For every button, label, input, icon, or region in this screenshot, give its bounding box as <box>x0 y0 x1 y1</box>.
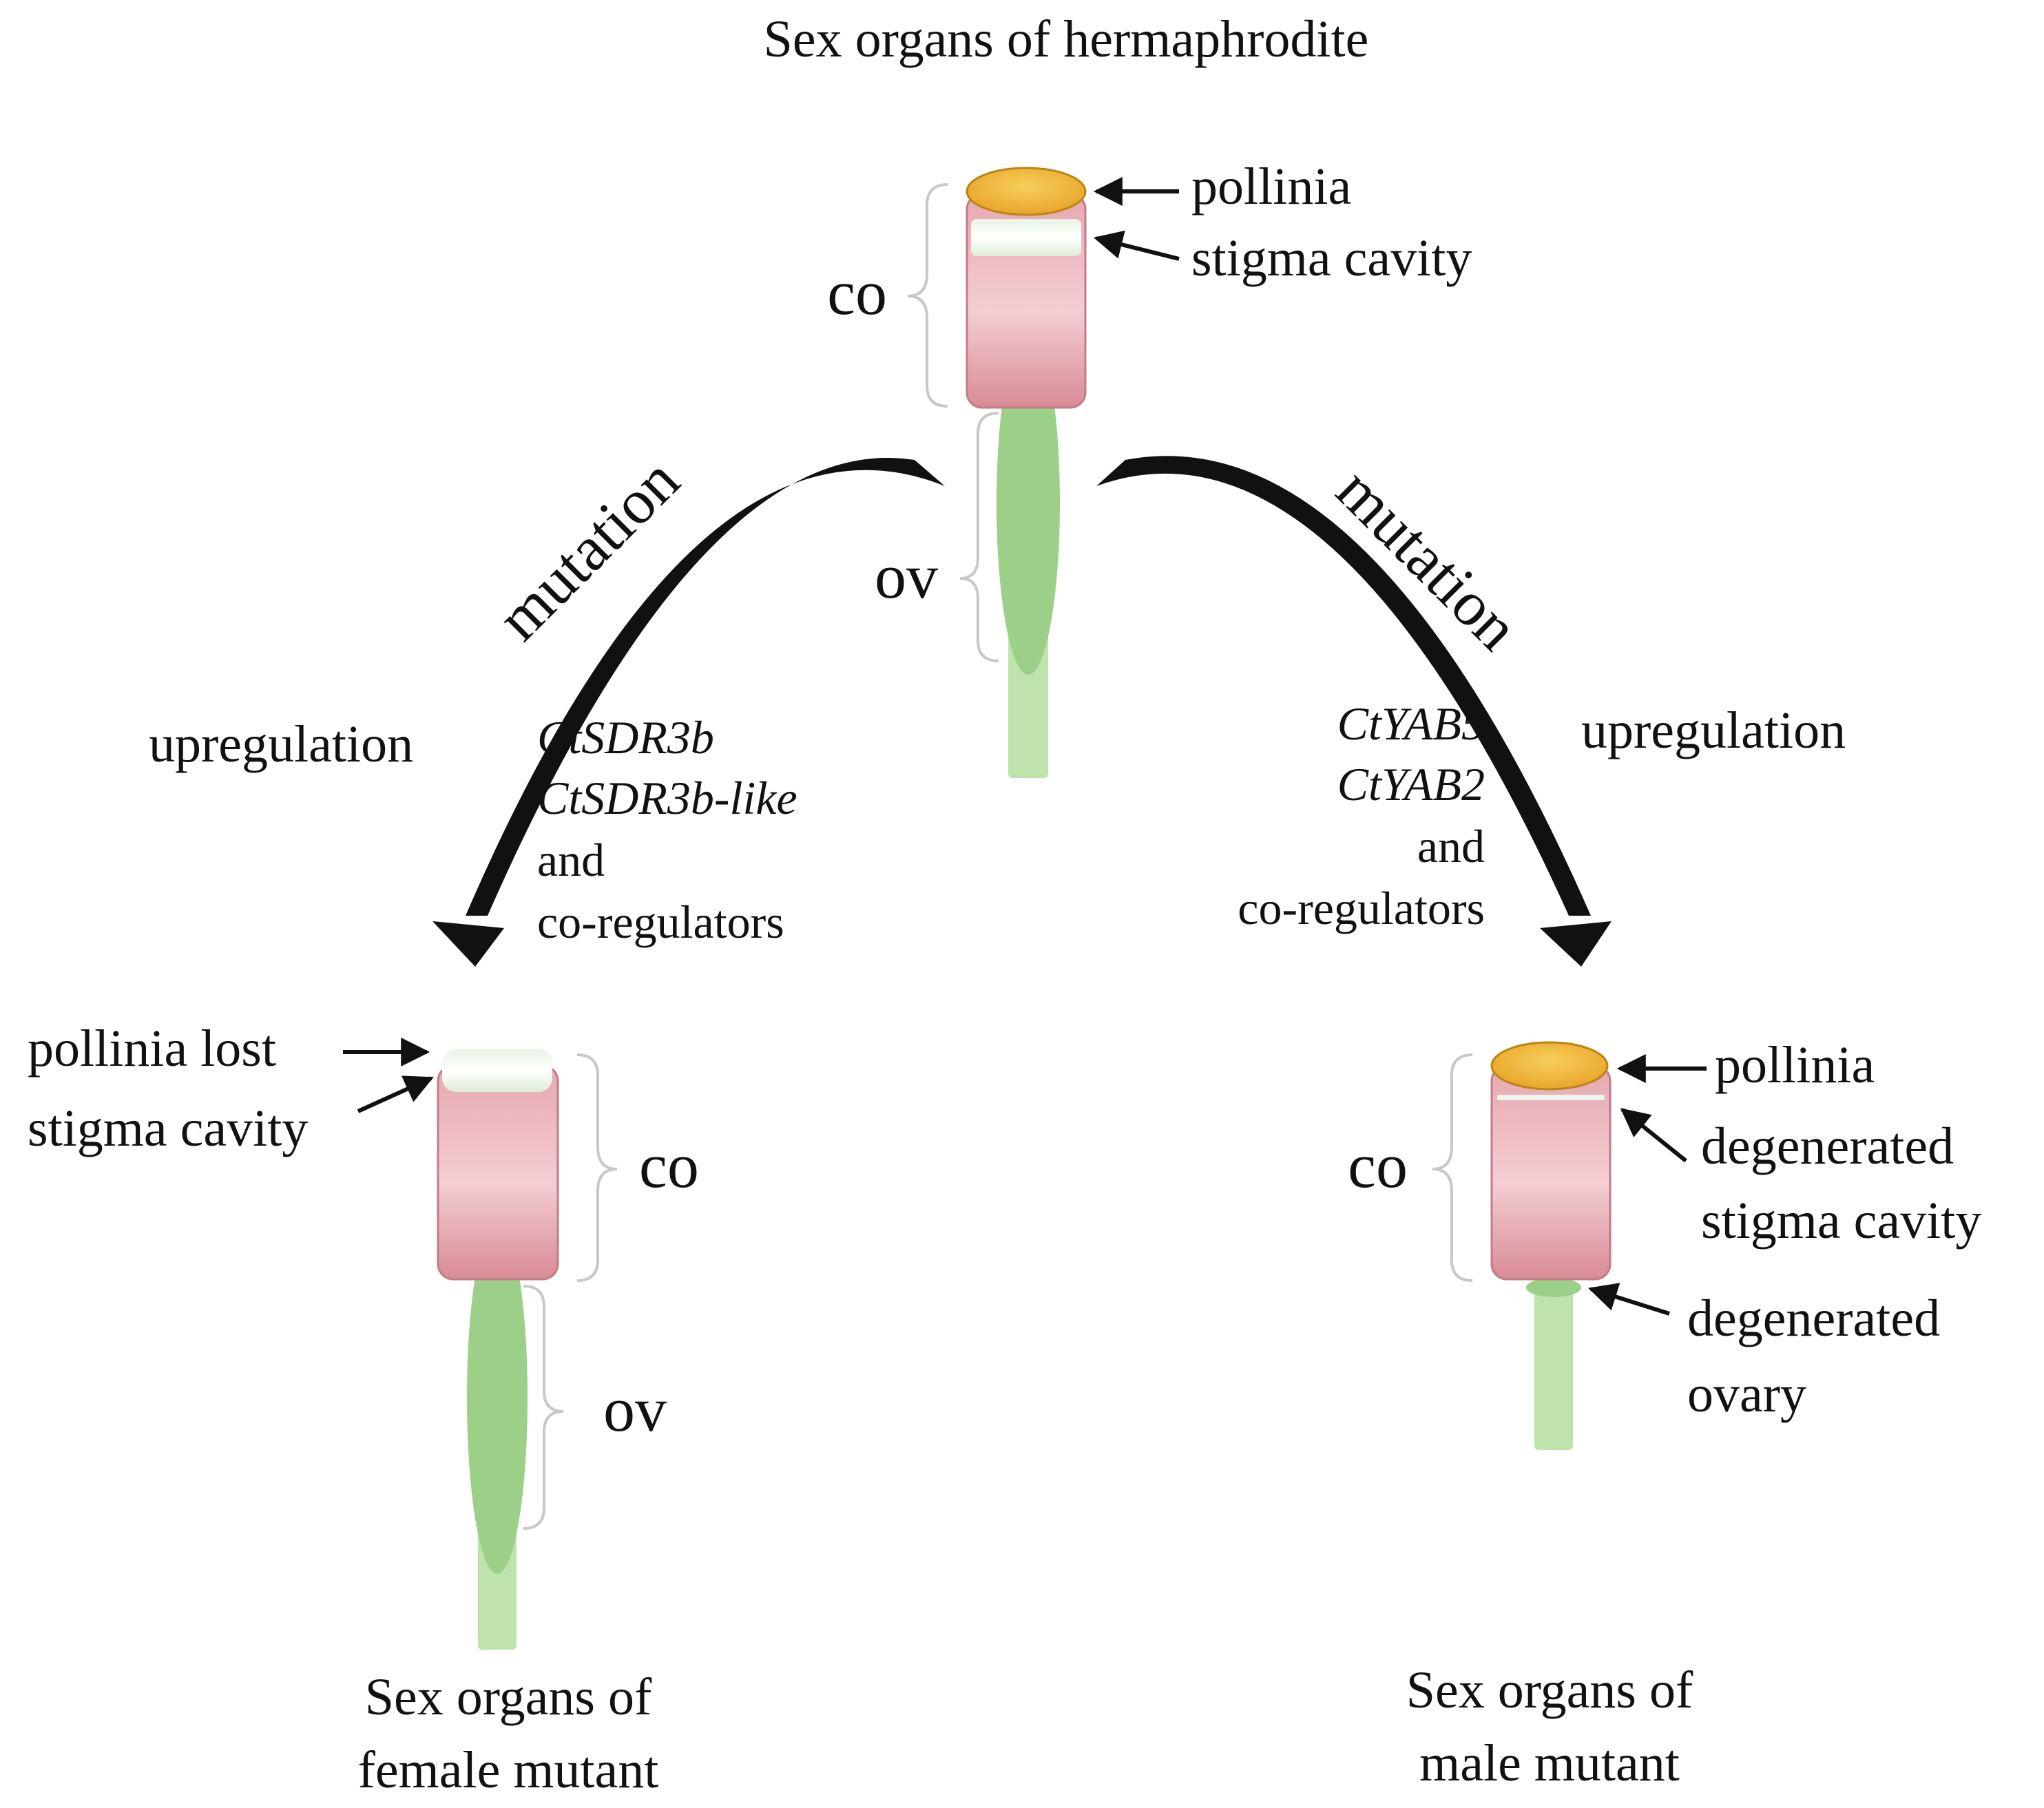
male-co-brace <box>1432 1053 1473 1282</box>
male-degenerated-stigma-line-1: degenerated <box>1701 1117 1954 1175</box>
right-coregulators: co-regulators <box>1238 882 1485 934</box>
center-stigma-label: stigma cavity <box>1191 229 1472 287</box>
female-ov-label: ov <box>603 1374 667 1444</box>
male-caption-line-2: male mutant <box>1419 1734 1680 1792</box>
left-mutation-arrow <box>466 457 945 916</box>
male-stalk <box>1534 1282 1573 1450</box>
male-degenerated-ovary-line-2: ovary <box>1687 1365 1806 1423</box>
right-gene-1: CtYAB5 <box>1337 697 1485 750</box>
center-ov-brace <box>959 412 999 662</box>
center-pollinia <box>966 167 1087 216</box>
left-arrowhead <box>432 921 504 967</box>
male-pollinia-label: pollinia <box>1715 1036 1875 1094</box>
male-degenerated-ovary <box>1526 1278 1581 1297</box>
female-stigma-cavity <box>442 1049 552 1092</box>
right-arrowhead <box>1540 921 1612 967</box>
right-and: and <box>1417 820 1485 872</box>
female-stigma-arrow <box>357 1075 434 1113</box>
female-organ <box>437 1049 559 1650</box>
center-ovary <box>997 330 1060 675</box>
right-mutation-arrow <box>1096 456 1591 916</box>
female-pollinia-lost-label: pollinia lost <box>28 1020 276 1078</box>
left-and: and <box>537 834 605 886</box>
female-caption-line-1: Sex organs of <box>365 1668 652 1726</box>
male-co-label: co <box>1348 1131 1408 1201</box>
center-co-label: co <box>827 257 887 328</box>
left-upregulation-label: upregulation <box>149 715 413 773</box>
male-organ <box>1490 1041 1612 1450</box>
left-gene-2: CtSDR3b-like <box>537 772 797 824</box>
right-gene-2: CtYAB2 <box>1337 758 1485 810</box>
left-coregulators: co-regulators <box>537 896 784 948</box>
center-stigma-cavity <box>971 219 1081 256</box>
center-stigma-arrow <box>1093 230 1180 261</box>
female-caption-line-2: female mutant <box>358 1741 659 1799</box>
male-caption-line-1: Sex organs of <box>1406 1661 1693 1719</box>
female-co-brace <box>576 1053 618 1282</box>
female-ov-brace <box>523 1285 564 1530</box>
female-co-label: co <box>639 1131 699 1201</box>
male-pollinia <box>1490 1041 1609 1091</box>
center-co-brace <box>907 183 948 408</box>
male-degenerated-stigma <box>1497 1095 1605 1100</box>
female-ovary <box>467 1221 528 1574</box>
female-column <box>437 1064 559 1281</box>
left-gene-1: CtSDR3b <box>537 711 714 764</box>
hermaphrodite-organ <box>966 167 1087 778</box>
center-ov-label: ov <box>875 541 938 611</box>
left-mutation-label: mutation <box>483 445 692 653</box>
male-ovary-arrow <box>1587 1283 1670 1316</box>
male-degenerated-stigma-line-2: stigma cavity <box>1701 1192 1981 1250</box>
center-pollinia-label: pollinia <box>1191 158 1351 216</box>
right-upregulation-label: upregulation <box>1581 702 1846 759</box>
female-stigma-label: stigma cavity <box>28 1100 308 1157</box>
diagram-title: Sex organs of hermaphrodite <box>764 10 1369 68</box>
male-stigma-arrow <box>1620 1108 1687 1163</box>
male-degenerated-ovary-line-1: degenerated <box>1687 1290 1940 1347</box>
